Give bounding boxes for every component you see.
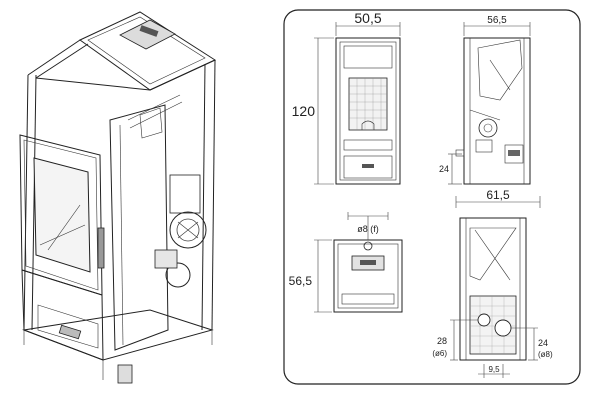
stove-isometric-view (19, 11, 217, 384)
dim-front-width: 50,5 (354, 10, 381, 26)
rear-view: 28 (ø6) 24 (ø8) 9,5 (432, 217, 553, 378)
dim-top-side-depth: 56,5 (289, 274, 313, 288)
door-glass (33, 157, 91, 273)
side-fan-icon (478, 118, 498, 138)
control-panel-icon (119, 19, 176, 50)
dim-rear-right: 24 (538, 338, 548, 348)
dim-rear-left-sub: (ø6) (432, 349, 447, 358)
dim-top-pipe: ø8 (f) (357, 224, 379, 234)
dim-height: 120 (292, 103, 316, 119)
top-view: ø8 (f) 56,5 (289, 212, 403, 313)
dim-rear-bottom: 9,5 (488, 365, 500, 374)
rear-pipe-left-icon (477, 313, 491, 327)
motor-icon (165, 262, 191, 288)
fan-icon (169, 211, 207, 249)
rear-pipe-right-icon (494, 319, 512, 337)
dim-top-depth: 61,5 (486, 188, 510, 202)
ash-drawer-handle (58, 324, 82, 340)
front-view: 50,5 120 (292, 10, 401, 185)
dim-rear-left: 28 (437, 336, 447, 346)
front-door-grid (348, 77, 388, 131)
door-handle (97, 227, 105, 269)
side-view: 56,5 24 61,5 (439, 15, 541, 208)
dim-rear-right-sub: (ø8) (538, 350, 553, 359)
dim-side-offset: 24 (439, 164, 449, 174)
technical-dimensions-frame (283, 9, 581, 385)
dim-side-depth: 56,5 (487, 15, 507, 26)
